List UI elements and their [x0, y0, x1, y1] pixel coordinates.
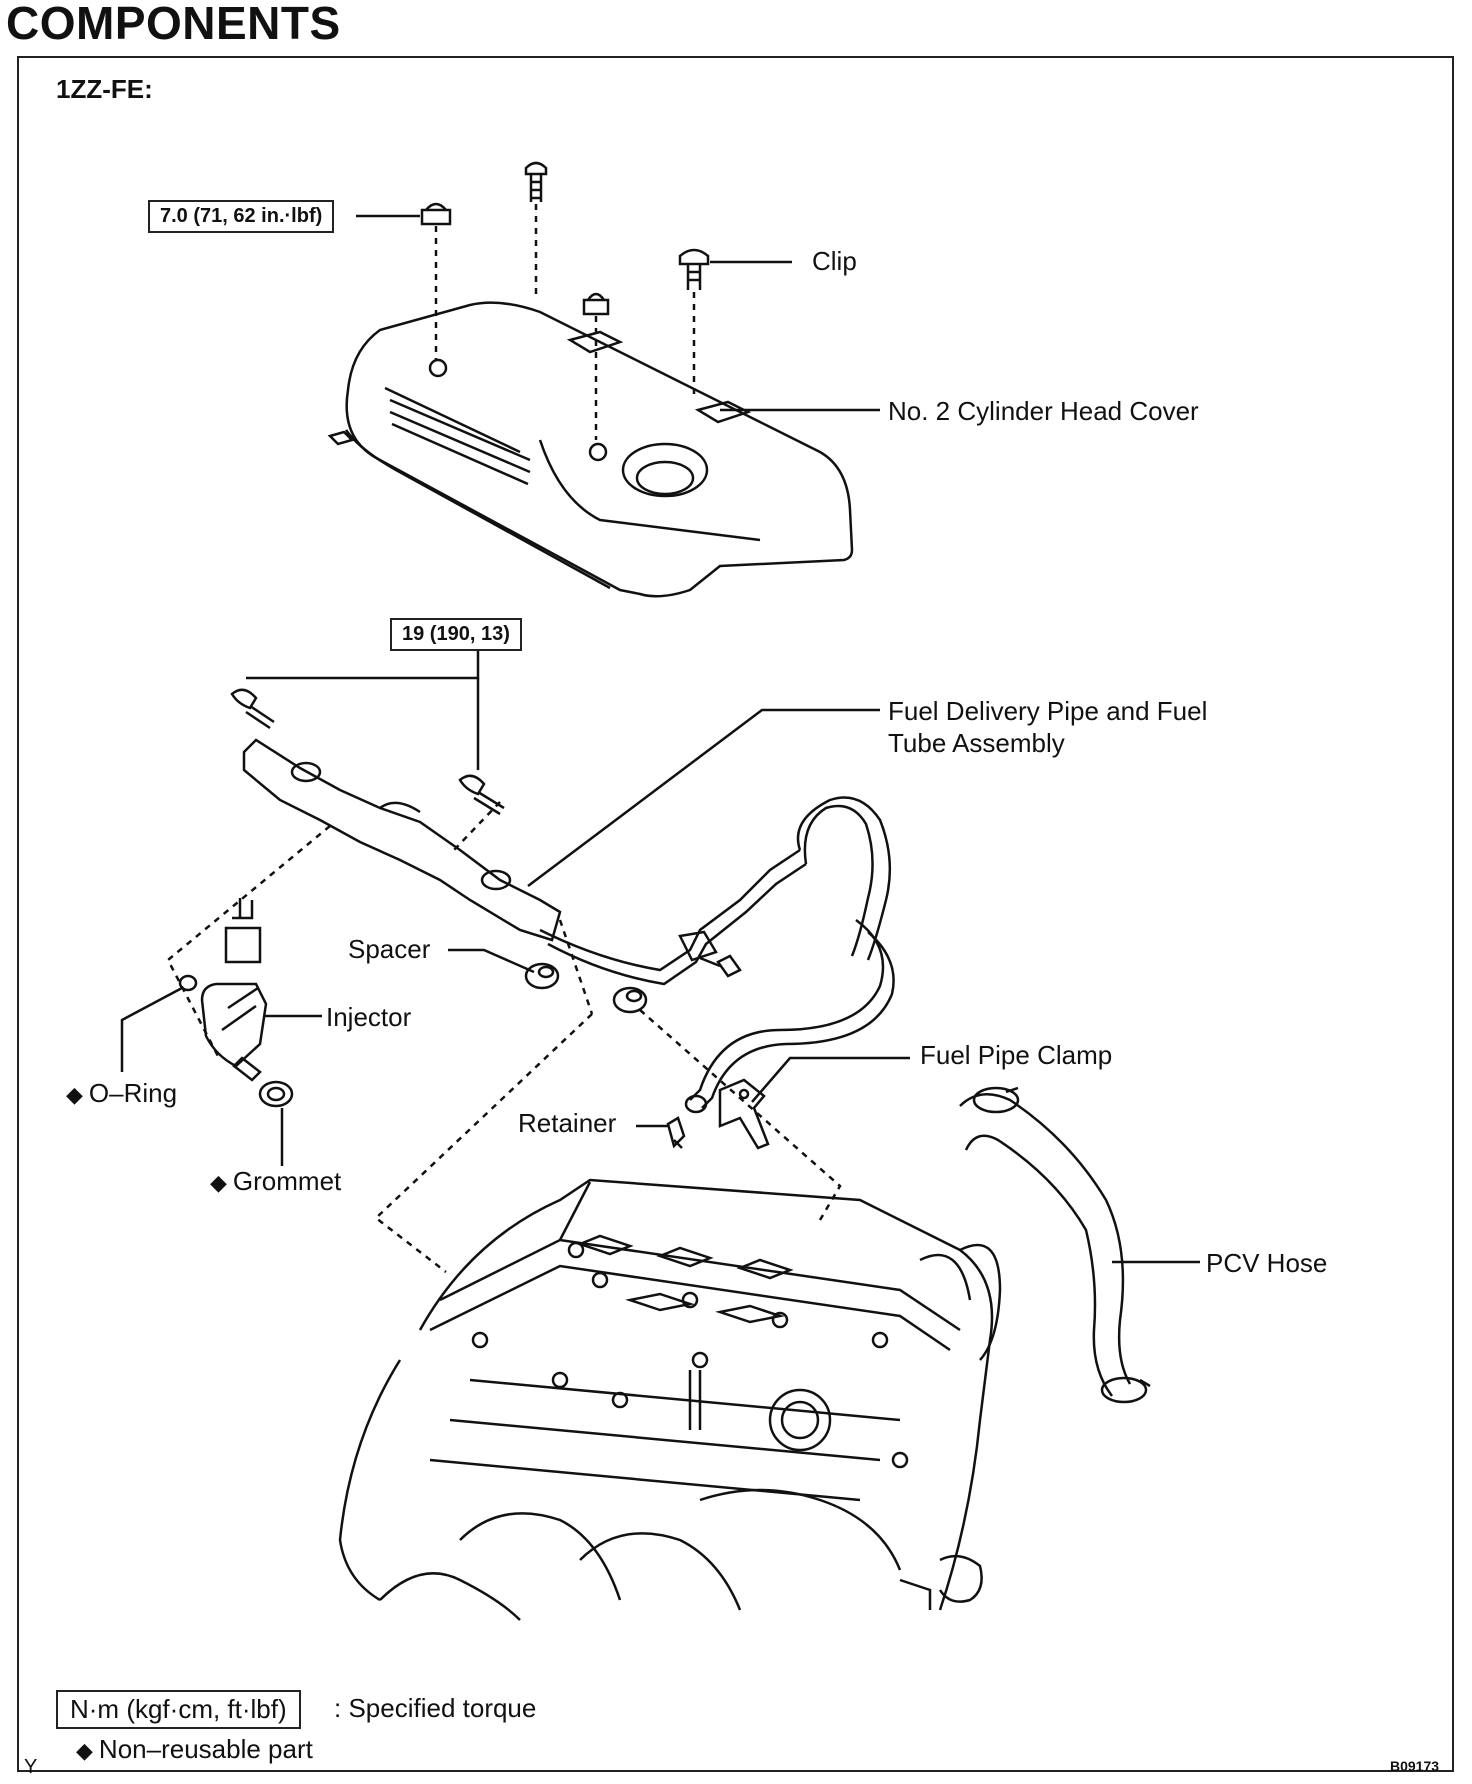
- fuel-delivery-pipe: [242, 738, 562, 942]
- non-reusable-text: Non–reusable part: [98, 1734, 313, 1764]
- non-reusable-symbol: ◆: [66, 1082, 83, 1107]
- legend-non-reusable: ◆Non–reusable part: [76, 1734, 313, 1765]
- retainer-icon: [666, 1116, 686, 1149]
- label-head-cover: No. 2 Cylinder Head Cover: [888, 396, 1199, 426]
- top-bolt-icon: [524, 161, 548, 202]
- delivery-bolt-right-icon: [458, 774, 505, 816]
- corner-mark: Y: [24, 1756, 38, 1778]
- fuel-pipe-clamp-icon: [718, 1078, 770, 1150]
- o-ring-text: O–Ring: [88, 1078, 178, 1108]
- legend-torque-desc: : Specified torque: [334, 1693, 537, 1723]
- pcv-hose: [959, 1086, 1151, 1404]
- delivery-bolt-left-icon: [230, 688, 275, 730]
- label-clip: Clip: [812, 246, 857, 276]
- label-grommet: ◆Grommet: [210, 1166, 341, 1197]
- engine-cylinder-head: [338, 1178, 1002, 1621]
- injector-icon: [200, 982, 268, 1082]
- label-retainer: Retainer: [518, 1108, 617, 1138]
- torque-spec-cover-nut: 7.0 (71, 62 in.·lbf): [148, 200, 335, 233]
- pipe-bolt-icon: [699, 954, 742, 978]
- label-injector: Injector: [326, 1002, 412, 1032]
- label-spacer: Spacer: [348, 934, 431, 964]
- figure-code: B09173: [1390, 1758, 1440, 1774]
- connector-icon: [224, 898, 262, 964]
- page-title: COMPONENTS: [6, 0, 341, 49]
- spacer-left-icon: [524, 962, 560, 990]
- non-reusable-symbol: ◆: [76, 1738, 93, 1763]
- diagram-frame: [17, 56, 1454, 1772]
- fuel-tube: [539, 796, 892, 986]
- legend-torque-unit: N·m (kgf·cm, ft·lbf): [56, 1690, 301, 1729]
- o-ring-icon: [178, 974, 198, 992]
- fuel-hose: [684, 918, 895, 1114]
- center-nut-icon: [582, 292, 610, 316]
- label-fuel-pipe-2: Tube Assembly: [888, 728, 1065, 758]
- label-fuel-pipe-1: Fuel Delivery Pipe and Fuel: [888, 696, 1208, 726]
- engine-code: 1ZZ-FE:: [56, 74, 153, 104]
- label-pcv-hose: PCV Hose: [1206, 1248, 1328, 1278]
- cover-nut-icon: [420, 202, 452, 226]
- cylinder-head-cover: [327, 301, 854, 598]
- label-o-ring: ◆O–Ring: [66, 1078, 177, 1109]
- clip-icon: [678, 248, 710, 290]
- grommet-text: Grommet: [232, 1166, 342, 1196]
- label-fuel-pipe-clamp: Fuel Pipe Clamp: [920, 1040, 1113, 1070]
- non-reusable-symbol: ◆: [210, 1170, 227, 1195]
- grommet-icon: [258, 1080, 294, 1108]
- spacer-right-icon: [612, 986, 648, 1014]
- torque-spec-delivery-pipe: 19 (190, 13): [390, 618, 522, 651]
